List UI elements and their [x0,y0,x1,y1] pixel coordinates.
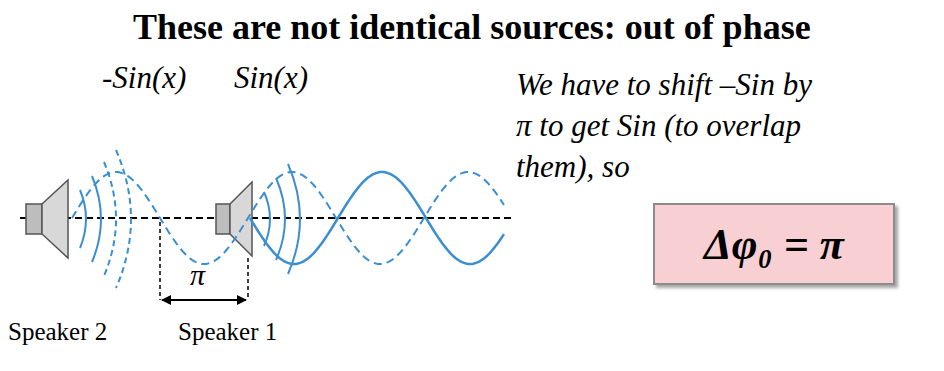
speaker-2-symbol [26,150,131,288]
extension-line [247,258,249,300]
speaker-1-symbol [216,164,300,274]
axis-line [20,217,512,219]
equation-text: Δφ₀ = π [704,219,844,270]
phase-label: π [190,258,205,292]
wave-label: -Sin(x) [102,60,186,96]
minus-sine-wave [72,172,504,264]
sine-wave [250,172,504,264]
wave-label: Sin(x) [234,60,308,96]
result-box: Δφ₀ = π [653,203,895,285]
explanation-note: We have to shift –Sin by π to get Sin (t… [516,64,821,187]
extension-line [159,222,161,300]
dimension-arrow [162,299,246,301]
speaker-label: Speaker 1 [178,318,277,346]
speaker-label: Speaker 2 [8,318,107,346]
slide-title: These are not identical sources: out of … [133,6,811,48]
